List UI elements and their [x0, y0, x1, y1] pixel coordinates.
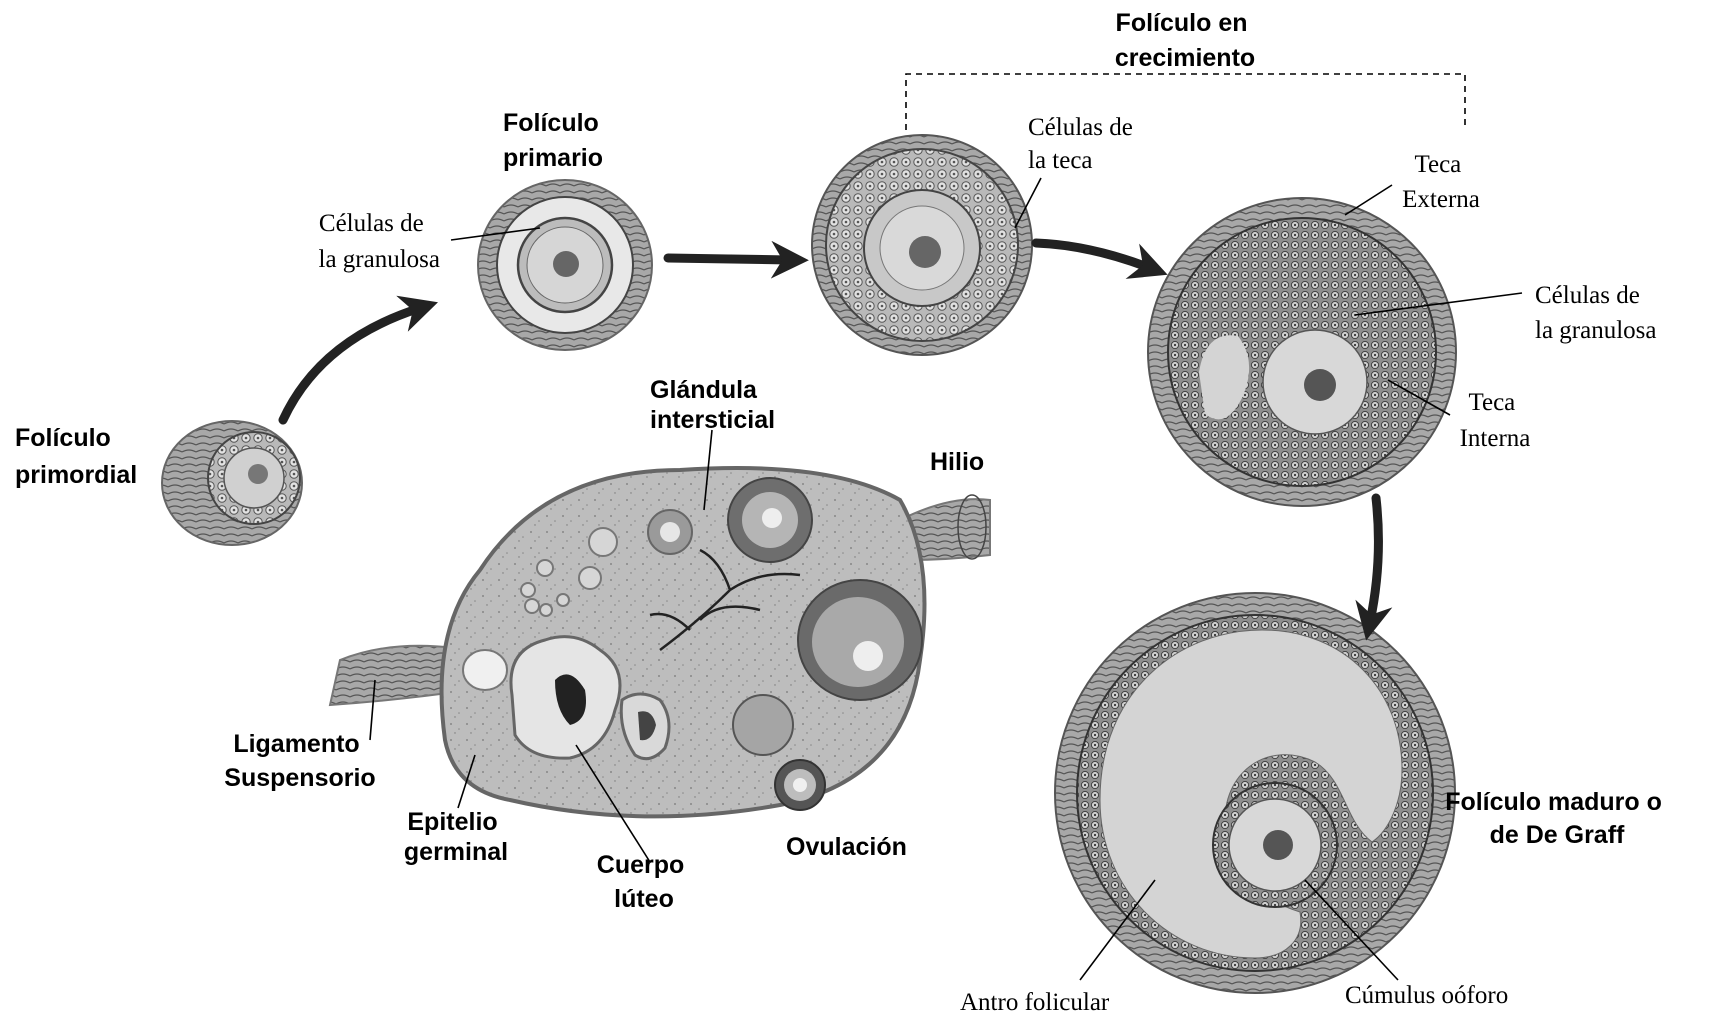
label-hilio: Hilio: [930, 448, 984, 476]
ovary: [330, 468, 990, 816]
arrow-primary-to-growing: [668, 258, 790, 260]
label-granulosa-antral: Células de la granulosa: [1535, 282, 1656, 344]
label-teca-externa: Teca Externa: [1402, 151, 1480, 213]
growing-follicle-bracket: [906, 74, 1465, 130]
label-granulosa-primario: Células de la granulosa: [319, 210, 440, 273]
primary-follicle: [478, 180, 652, 350]
label-teca-interna: Teca Interna: [1460, 389, 1531, 452]
label-cuerpo-luteo: Cuerpo lúteo: [597, 851, 691, 913]
leader-teca-externa: [1345, 185, 1392, 215]
primordial-follicle: [162, 421, 302, 545]
label-teca-cells: Células de la teca: [1028, 114, 1139, 174]
label-crecimiento: Folículo en crecimiento: [1115, 9, 1255, 72]
label-cumulus: Cúmulus oóforo: [1345, 982, 1508, 1009]
growing-follicle-early: [812, 135, 1032, 355]
arrow-antral-to-mature: [1370, 498, 1378, 622]
label-primordial: Folículo primordial: [15, 424, 137, 489]
label-maduro: Folículo maduro o de De Graff: [1445, 788, 1669, 849]
arrow-growing-to-antral: [1036, 243, 1150, 268]
arrow-primordial-to-primary: [283, 308, 420, 420]
label-glandula: Glándula intersticial: [650, 376, 775, 434]
label-ligamento: Ligamento Suspensorio: [224, 730, 375, 792]
label-epitelio: Epitelio germinal: [404, 808, 508, 866]
label-primario: Folículo primario: [503, 109, 606, 172]
label-antro: Antro folicular: [960, 989, 1110, 1016]
label-ovulacion: Ovulación: [786, 833, 907, 861]
growing-follicle-antral: [1148, 198, 1456, 506]
